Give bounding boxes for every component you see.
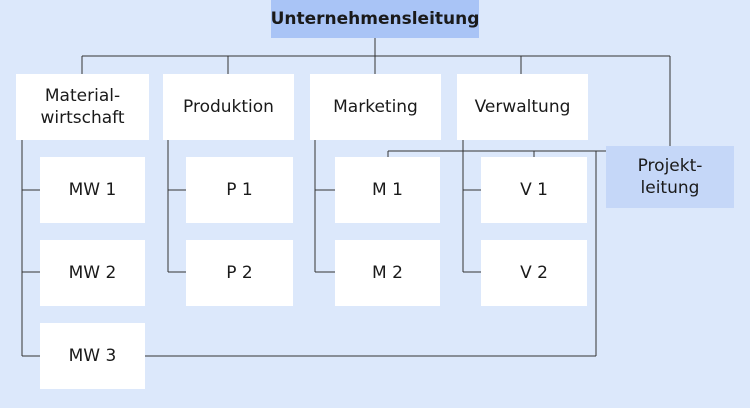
box-verwaltung: Verwaltung xyxy=(457,74,588,140)
box-m-2: M 2 xyxy=(335,240,440,306)
box-mw-2: MW 2 xyxy=(40,240,145,306)
box-p-1: P 1 xyxy=(186,157,293,223)
box-m-2-label: M 2 xyxy=(372,263,403,283)
box-v-1-label: V 1 xyxy=(520,180,548,200)
box-mw-3: MW 3 xyxy=(40,323,145,389)
box-unternehmensleitung-label: Unternehmensleitung xyxy=(270,9,480,29)
box-verwaltung-label: Verwaltung xyxy=(474,97,571,117)
box-mw-1-label: MW 1 xyxy=(68,180,117,200)
box-v-1: V 1 xyxy=(481,157,587,223)
box-projektleitung: Projekt- leitung xyxy=(606,146,734,208)
box-marketing-label: Marketing xyxy=(333,97,418,117)
box-materialwirtschaft-label: Material- wirtschaft xyxy=(40,86,125,128)
box-materialwirtschaft: Material- wirtschaft xyxy=(16,74,149,140)
box-produktion: Produktion xyxy=(163,74,294,140)
box-produktion-label: Produktion xyxy=(183,97,274,117)
box-m-1-label: M 1 xyxy=(372,180,403,200)
box-p-1-label: P 1 xyxy=(226,180,253,200)
box-p-2: P 2 xyxy=(186,240,293,306)
box-projektleitung-label: Projekt- leitung xyxy=(637,156,703,198)
box-mw-2-label: MW 2 xyxy=(68,263,117,283)
box-mw-1: MW 1 xyxy=(40,157,145,223)
box-p-2-label: P 2 xyxy=(226,263,253,283)
box-unternehmensleitung: Unternehmensleitung xyxy=(271,0,479,38)
box-mw-3-label: MW 3 xyxy=(68,346,117,366)
box-v-2: V 2 xyxy=(481,240,587,306)
box-v-2-label: V 2 xyxy=(520,263,548,283)
box-marketing: Marketing xyxy=(310,74,441,140)
box-m-1: M 1 xyxy=(335,157,440,223)
